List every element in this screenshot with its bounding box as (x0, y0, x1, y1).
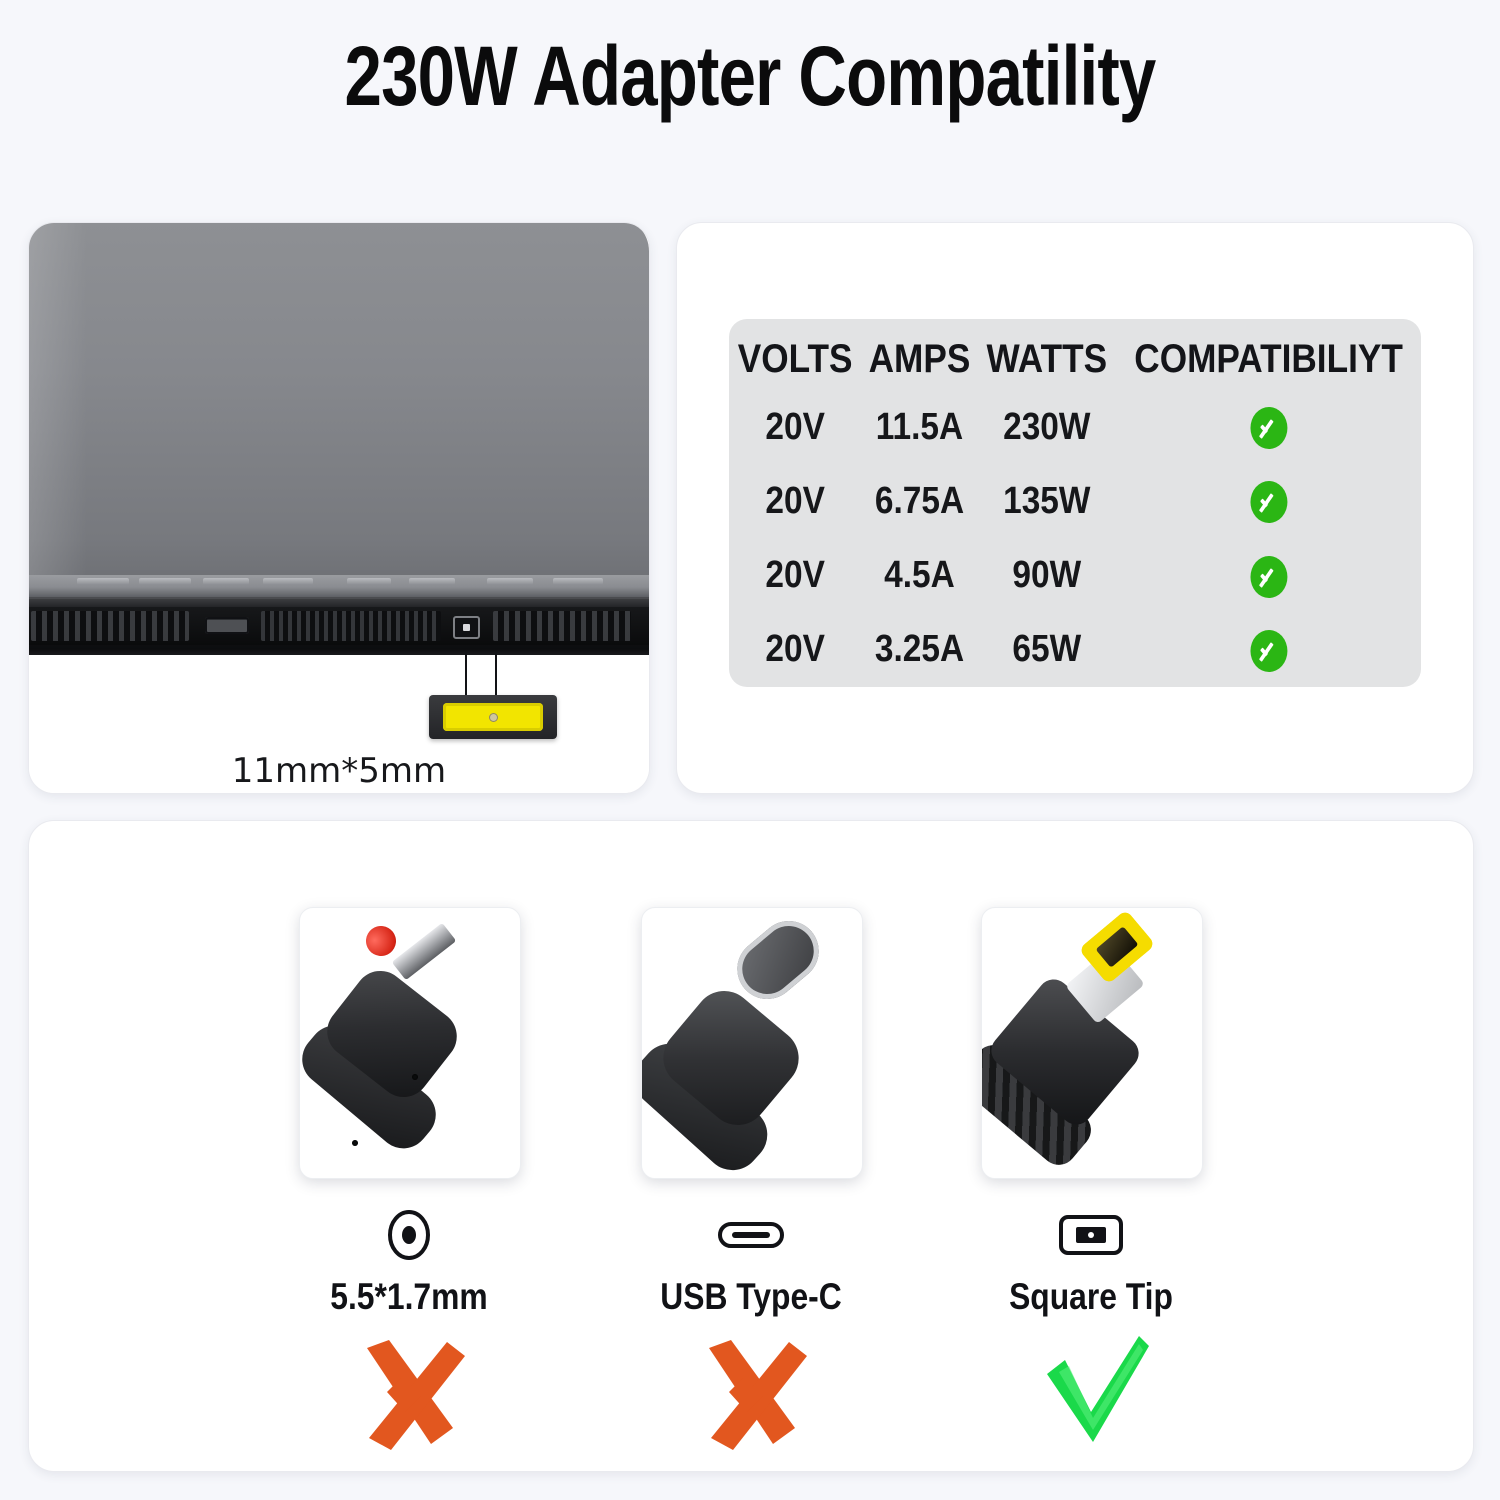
cell-compatibility (1134, 613, 1403, 687)
cell-watts: 230W (1003, 405, 1091, 448)
laptop-rear-port-panel: 11mm*5mm (28, 222, 650, 794)
cell-amps: 11.5A (876, 405, 964, 448)
usb-c-icon (706, 1206, 796, 1264)
incompatible-x-mark (347, 1326, 471, 1450)
laptop-rear-io-bar (29, 597, 649, 657)
tip-label-square: Square Tip (1009, 1276, 1173, 1317)
cell-volts: 20V (765, 554, 825, 597)
callout-line-right (495, 653, 497, 715)
barrel-connector-photo (299, 907, 521, 1179)
green-check-icon (1249, 407, 1287, 450)
cell-watts: 135W (1003, 479, 1091, 522)
cell-compatibility (1134, 464, 1403, 538)
laptop-lid-lip (29, 575, 649, 597)
cell-compatibility (1134, 390, 1403, 464)
square-tip-connector-photo (981, 907, 1203, 1179)
spec-table-panel: VOLTS AMPS WATTS COMPATIBILIYT 20V 11.5A… (676, 222, 1474, 794)
cell-compatibility (1134, 539, 1403, 613)
cell-amps: 4.5A (884, 554, 956, 597)
green-check-icon (1249, 481, 1287, 524)
cell-volts: 20V (765, 628, 825, 671)
table-row: 20V 4.5A 90W (729, 539, 1421, 613)
green-check-icon (1249, 555, 1287, 598)
tip-option-usbc: USB Type-C (541, 821, 961, 1471)
barrel-jack-icon (364, 1206, 454, 1264)
green-check-icon (1249, 629, 1287, 672)
tip-option-square: Square Tip (881, 821, 1301, 1471)
callout-line-left (465, 653, 467, 715)
incompatible-x-mark (689, 1326, 813, 1450)
table-header-row: VOLTS AMPS WATTS COMPATIBILIYT (729, 319, 1421, 390)
hdmi-port (205, 617, 249, 634)
column-header-volts: VOLTS (737, 337, 853, 381)
cell-amps: 6.75A (875, 479, 965, 522)
cell-volts: 20V (765, 405, 825, 448)
cell-watts: 65W (1012, 628, 1082, 671)
yellow-square-tip-shape (443, 703, 543, 731)
vent-grille-right (493, 611, 631, 641)
column-header-compatibility: COMPATIBILIYT (1134, 337, 1403, 381)
spec-table-card: VOLTS AMPS WATTS COMPATIBILIYT 20V 11.5A… (729, 319, 1421, 687)
page-title: 230W Adapter Compatility (344, 29, 1157, 123)
cell-watts: 90W (1012, 554, 1082, 597)
laptop-illustration: 11mm*5mm (29, 223, 649, 793)
vent-grille-center (261, 611, 441, 641)
tip-compatibility-panel: 5.5*1.7mm USB Type-C (28, 820, 1474, 1472)
power-jack-port (453, 616, 480, 639)
usb-c-connector-photo (641, 907, 863, 1179)
power-connector-closeup (429, 695, 557, 739)
tip-label-barrel: 5.5*1.7mm (330, 1276, 488, 1317)
column-header-watts: WATTS (986, 337, 1108, 381)
tip-option-barrel: 5.5*1.7mm (199, 821, 619, 1471)
vent-grille-left (31, 611, 189, 641)
cell-amps: 3.25A (875, 628, 965, 671)
table-row: 20V 11.5A 230W (729, 390, 1421, 464)
cell-volts: 20V (765, 479, 825, 522)
table-row: 20V 3.25A 65W (729, 613, 1421, 687)
column-header-amps: AMPS (868, 337, 971, 381)
laptop-lid (29, 223, 649, 583)
connector-size-label: 11mm*5mm (231, 751, 447, 791)
compatible-check-mark (1029, 1326, 1153, 1450)
square-tip-icon (1046, 1206, 1136, 1264)
compatibility-table: VOLTS AMPS WATTS COMPATIBILIYT 20V 11.5A… (729, 319, 1421, 687)
table-row: 20V 6.75A 135W (729, 464, 1421, 538)
tip-label-usbc: USB Type-C (660, 1276, 842, 1317)
